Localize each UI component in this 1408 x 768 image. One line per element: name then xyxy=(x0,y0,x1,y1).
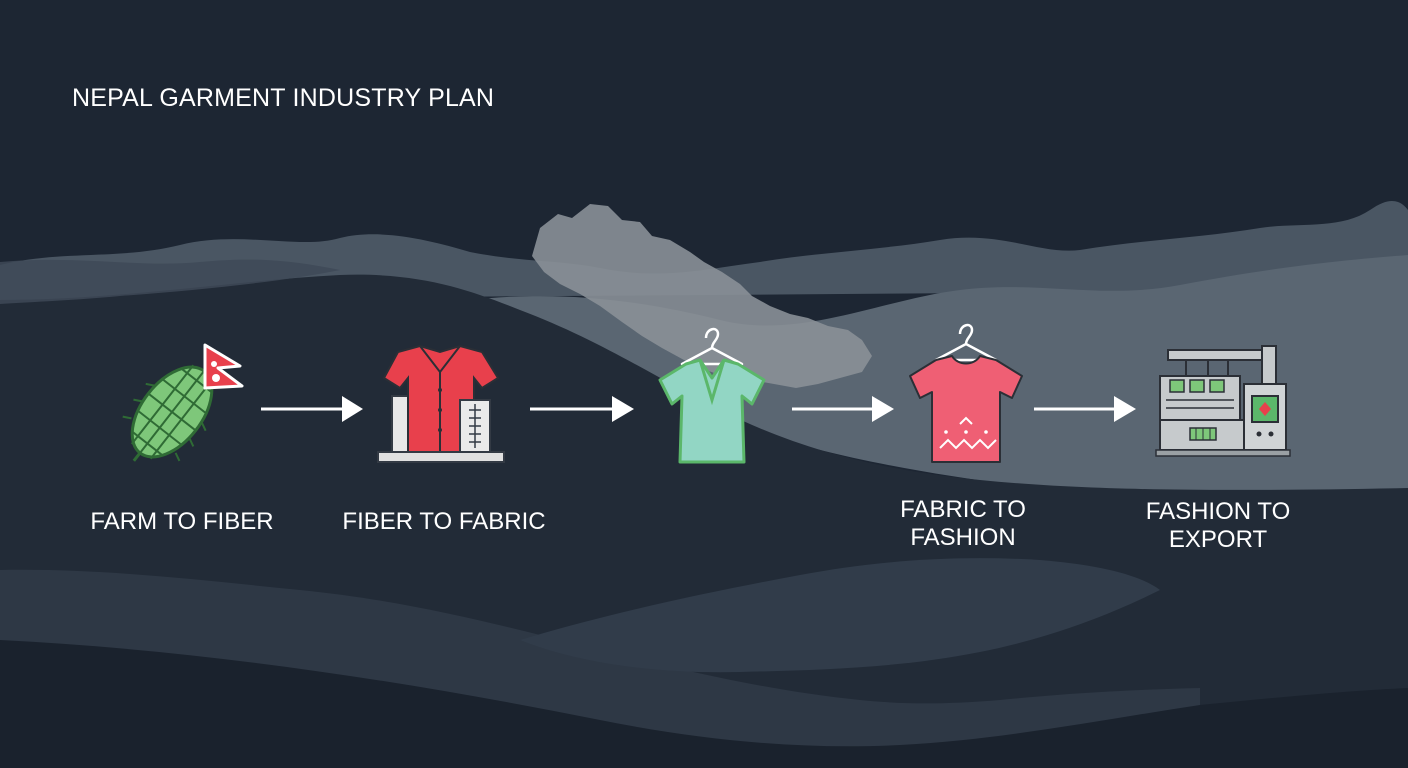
step-4-icon xyxy=(909,323,1023,463)
nepal-flag-icon xyxy=(203,343,244,390)
flow-arrow-3 xyxy=(792,396,894,422)
step-5-label-line: FASHION TO xyxy=(1145,498,1291,525)
diagram-title: NEPAL GARMENT INDUSTRY PLAN xyxy=(72,84,495,112)
mountain-floor-shade xyxy=(0,640,1408,768)
step-1-icon xyxy=(122,343,244,462)
hanger-icon xyxy=(680,327,744,366)
nepal-map-silhouette xyxy=(532,204,872,388)
step-1-label: FARM TO FIBER xyxy=(72,508,292,536)
hanger-icon xyxy=(934,323,998,362)
flow-arrow-4 xyxy=(1034,396,1136,422)
step-3-icon xyxy=(658,327,766,464)
flow-arrow-1 xyxy=(261,396,363,422)
step-5-label-line: EXPORT xyxy=(1168,526,1268,553)
step-2-label: FIBER TO FABRIC xyxy=(334,508,554,536)
step-4-label-line: FABRIC TO xyxy=(900,496,1026,523)
step-1-label-line: FARM TO FIBER xyxy=(90,508,274,535)
garment-stand-base xyxy=(377,451,505,463)
step-5-icon xyxy=(1155,345,1291,457)
mountain-bottom-right-hill xyxy=(520,558,1160,673)
step-2-label-line: FIBER TO FABRIC xyxy=(342,508,546,535)
flow-arrow-2 xyxy=(530,396,634,422)
step-2-icon xyxy=(377,344,505,463)
measuring-ruler-right-icon xyxy=(459,399,491,453)
step-4-label-line: FASHION xyxy=(910,524,1016,551)
cotton-boll-icon xyxy=(122,364,214,462)
mountain-left-ridge xyxy=(0,259,340,304)
